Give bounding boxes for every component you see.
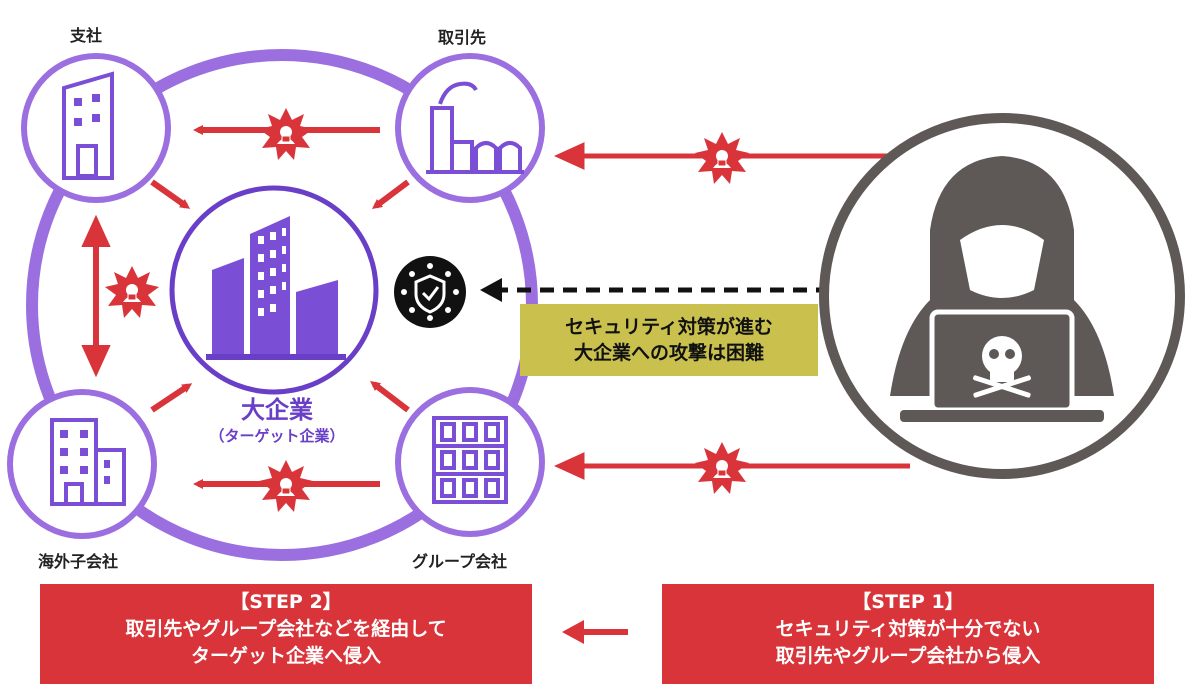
arrow-down-head — [81, 345, 111, 378]
attack-burst-icon — [258, 459, 314, 513]
step1-box: 【STEP 1】 セキュリティ対策が十分でない 取引先やグループ会社から侵入 — [662, 584, 1154, 684]
security-note-line1: セキュリティ対策が進む — [565, 316, 773, 338]
group-label: グループ会社 — [412, 552, 508, 571]
overseas-label: 海外子会社 — [38, 552, 119, 571]
hacker-icon — [819, 113, 1185, 479]
supplier-label: 取引先 — [438, 28, 487, 47]
security-note-line2: 大企業への攻撃は困難 — [573, 342, 764, 364]
group-node — [395, 387, 545, 537]
step1-heading: 【STEP 1】 — [852, 591, 964, 613]
attack-burst-icon — [258, 107, 314, 161]
step1-line2: 取引先やグループ会社から侵入 — [775, 645, 1041, 667]
branch-node — [21, 53, 171, 203]
skyscraper-icon — [206, 216, 346, 360]
branch-label: 支社 — [70, 26, 103, 45]
step-flow-arrow — [562, 620, 628, 644]
office-building-icon — [62, 71, 114, 180]
security-note: セキュリティ対策が進む 大企業への攻撃は困難 — [520, 304, 818, 376]
arrow-branch-to-center — [150, 179, 191, 209]
skull-icon — [973, 336, 1031, 398]
step1-line1: セキュリティ対策が十分でない — [775, 618, 1041, 640]
apartment-building-icon — [50, 418, 126, 506]
step2-heading: 【STEP 2】 — [230, 591, 342, 613]
attack-burst-icon — [694, 441, 750, 495]
step2-box: 【STEP 2】 取引先やグループ会社などを経由して ターゲット企業へ侵入 — [40, 584, 532, 684]
security-shield-icon — [394, 256, 466, 328]
arrow-group-to-center — [370, 380, 410, 413]
warehouse-icon — [432, 416, 508, 504]
arrow-up-head — [81, 214, 111, 247]
overseas-node — [7, 389, 157, 539]
step2-line1: 取引先やグループ会社などを経由して — [125, 618, 447, 640]
supplier-node — [395, 53, 545, 203]
attack-burst-icon — [104, 265, 160, 319]
target-company-title: 大企業 — [241, 396, 313, 424]
attack-burst-icon — [694, 131, 750, 185]
arrow-overseas-to-center — [150, 383, 193, 413]
internal-arrows — [81, 125, 410, 489]
step2-line2: ターゲット企業へ侵入 — [190, 645, 381, 667]
target-company-subtitle: （ターゲット企業） — [209, 427, 345, 445]
arrow-supplier-to-center — [372, 179, 410, 209]
factory-icon — [426, 81, 524, 174]
